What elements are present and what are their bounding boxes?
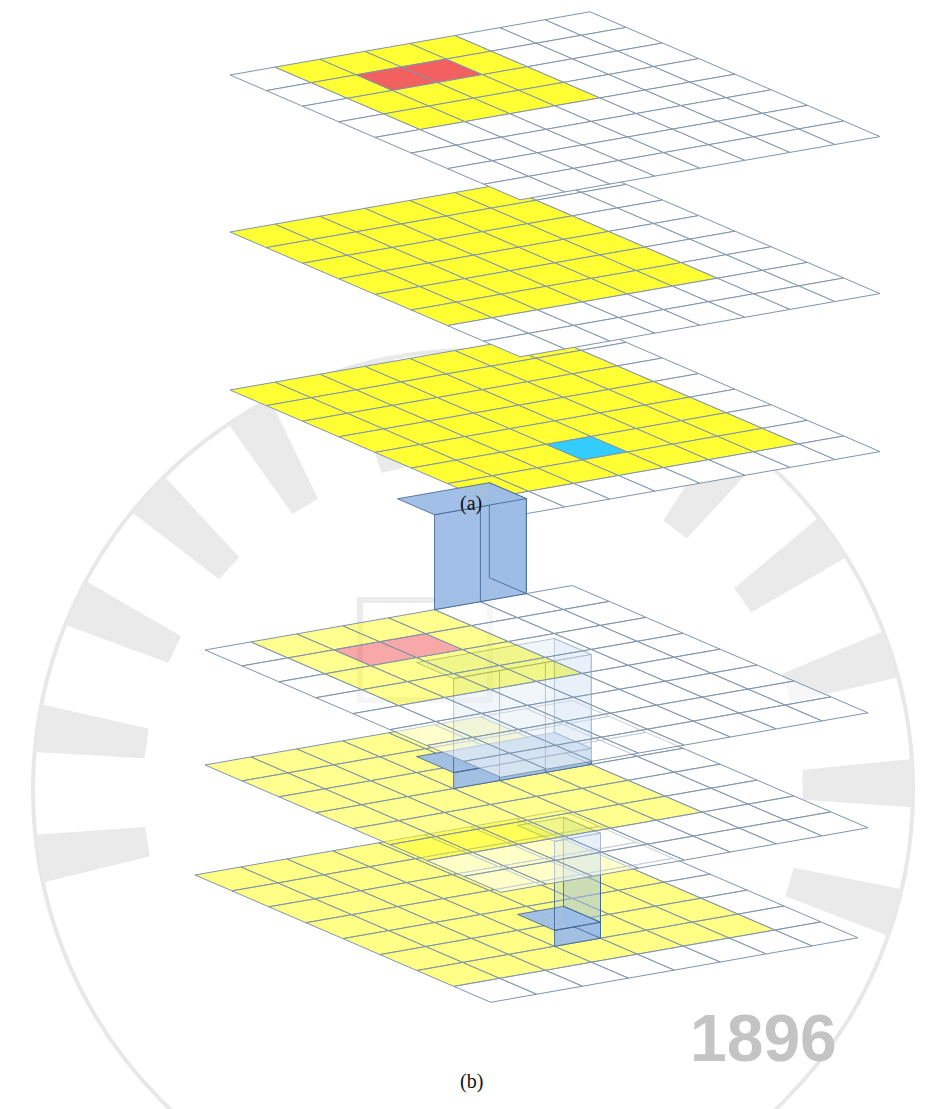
logo-ray [35, 827, 149, 883]
grid-cell [799, 436, 880, 460]
box-divider [480, 507, 481, 602]
bottom-grid [230, 327, 880, 515]
grid-cell [785, 812, 868, 836]
logo-ray [734, 518, 846, 613]
logo-ray [802, 759, 912, 807]
logo-ray [35, 704, 149, 758]
grid-cell [785, 697, 868, 721]
top-grid [205, 586, 868, 778]
grid-cell [775, 922, 858, 946]
top-cells-box [398, 483, 527, 610]
bottom-grid [195, 811, 858, 1003]
logo-ray [132, 476, 239, 579]
logo-ray [65, 581, 181, 663]
grid-cell [799, 278, 880, 302]
middle-grid [205, 701, 868, 893]
subfigure-label: (a) [460, 492, 482, 515]
subfigure-label: (b) [460, 1070, 483, 1093]
logo-watermark [33, 350, 913, 1109]
logo-ring [33, 350, 913, 1109]
top-grid [230, 12, 880, 200]
watermark-year: 1896 [690, 1000, 837, 1076]
middle-grid [230, 169, 880, 357]
box-face [398, 483, 527, 515]
grid-cell [799, 121, 880, 145]
